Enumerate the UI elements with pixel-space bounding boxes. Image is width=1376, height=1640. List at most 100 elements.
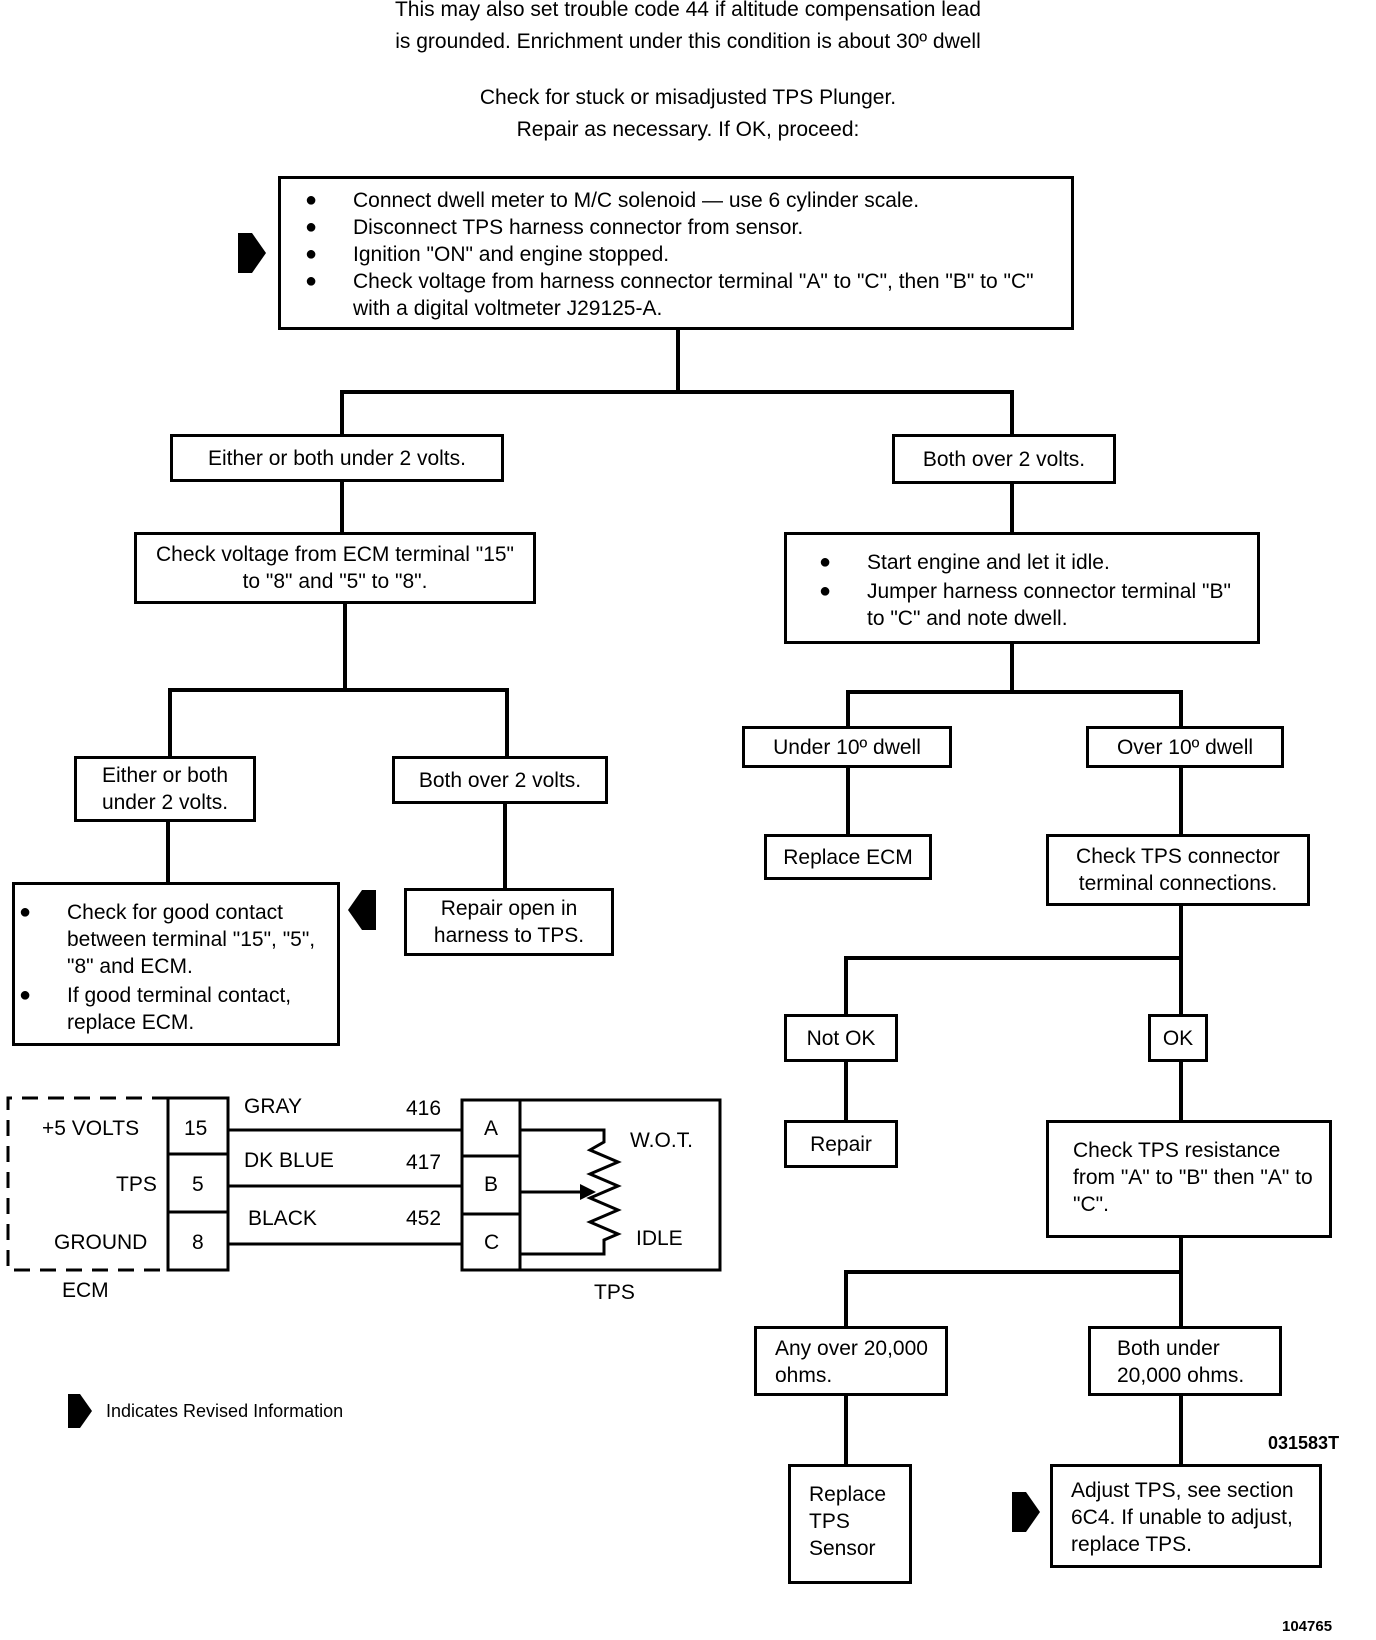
potentiometer-resistor bbox=[520, 1128, 622, 1256]
box-text: Either or both under 2 volts. bbox=[208, 446, 466, 470]
box-text: Not OK bbox=[806, 1026, 876, 1050]
box-text: Check TPS connector terminal connections… bbox=[1076, 845, 1280, 895]
wire-circuit-number: 417 bbox=[406, 1151, 442, 1174]
figure-code: 031583T bbox=[1268, 1433, 1340, 1453]
right-over-2-volts-box: Both over 2 volts. bbox=[892, 434, 1116, 484]
revised-arrow-icon bbox=[68, 1394, 92, 1428]
connector-line bbox=[1010, 482, 1014, 534]
check-contact-box: Check for good contact between terminal … bbox=[12, 882, 340, 1046]
box-text: Repair open in harness to TPS. bbox=[433, 897, 585, 947]
connector-line bbox=[1179, 1060, 1183, 1124]
box-text: Check TPS resistance from "A" to "B" the… bbox=[1073, 1139, 1313, 1216]
top-instruction-box: Connect dwell meter to M/C solenoid — us… bbox=[278, 176, 1074, 330]
figure-id: 104765 bbox=[1282, 1618, 1333, 1635]
tps-terminal-letter: A bbox=[484, 1117, 499, 1140]
box-text: Repair bbox=[810, 1132, 872, 1156]
ecm-pin-number: 15 bbox=[184, 1117, 208, 1140]
connector-line bbox=[1179, 690, 1183, 728]
intro-line-2: is grounded. Enrichment under this condi… bbox=[395, 30, 981, 53]
connector-line bbox=[844, 1270, 848, 1330]
box-text: Replace ECM bbox=[783, 845, 913, 869]
left-under-2-volts-box-2: Either or both under 2 volts. bbox=[74, 756, 256, 822]
wire-circuit-number: 452 bbox=[406, 1207, 442, 1230]
box-text: Adjust TPS, see section 6C4. If unable t… bbox=[1071, 1479, 1294, 1556]
box-text: Under 10º dwell bbox=[773, 735, 921, 759]
ecm-pin-number: 8 bbox=[192, 1231, 204, 1254]
connector-line bbox=[846, 690, 850, 728]
connector-line bbox=[844, 1394, 848, 1464]
connector-line bbox=[1010, 390, 1014, 434]
wire-color-label: DK BLUE bbox=[244, 1149, 334, 1172]
intro-line-3: Check for stuck or misadjusted TPS Plung… bbox=[479, 86, 897, 109]
top-item: Check voltage from harness connector ter… bbox=[305, 268, 1061, 322]
connector-line bbox=[844, 1270, 1183, 1274]
connector-line bbox=[1010, 642, 1014, 692]
left-under-2-volts-box: Either or both under 2 volts. bbox=[170, 434, 504, 482]
wire-color-label: GRAY bbox=[244, 1095, 302, 1118]
connector-line bbox=[340, 390, 1014, 394]
idle-item: Start engine and let it idle. bbox=[819, 549, 1247, 576]
connector-line bbox=[1179, 904, 1183, 958]
connector-line bbox=[1179, 1236, 1183, 1330]
both-under-20000-box: Both under 20,000 ohms. bbox=[1088, 1326, 1282, 1396]
ecm-pin-block bbox=[166, 1096, 230, 1272]
left-over-2-volts-box: Both over 2 volts. bbox=[392, 756, 608, 804]
connector-line bbox=[168, 688, 172, 756]
ecm-signal-label: GROUND bbox=[54, 1231, 148, 1254]
tps-terminal-letter: C bbox=[484, 1231, 500, 1254]
not-ok-box: Not OK bbox=[784, 1014, 898, 1062]
connector-line bbox=[340, 482, 344, 534]
tps-wiring-diagram bbox=[6, 1096, 722, 1272]
connector-line bbox=[503, 802, 507, 890]
connector-line bbox=[676, 328, 680, 392]
connector-line bbox=[1179, 1394, 1183, 1464]
repair-open-box: Repair open in harness to TPS. bbox=[404, 888, 614, 956]
contact-item: If good terminal contact, replace ECM. bbox=[19, 982, 329, 1036]
revised-arrow-icon bbox=[238, 233, 266, 273]
adjust-tps-box: Adjust TPS, see section 6C4. If unable t… bbox=[1050, 1464, 1322, 1568]
repair-box: Repair bbox=[784, 1120, 898, 1168]
check-ecm-voltage-box: Check voltage from ECM terminal "15" to … bbox=[134, 532, 536, 604]
check-tps-resistance-box: Check TPS resistance from "A" to "B" the… bbox=[1046, 1120, 1332, 1238]
idle-item: Jumper harness connector terminal "B" to… bbox=[819, 578, 1247, 632]
replace-ecm-box: Replace ECM bbox=[764, 834, 932, 880]
box-text: Over 10º dwell bbox=[1116, 735, 1254, 759]
idle-jumper-box: Start engine and let it idle. Jumper har… bbox=[784, 532, 1260, 644]
under-10-dwell-box: Under 10º dwell bbox=[742, 726, 952, 768]
over-10-dwell-box: Over 10º dwell bbox=[1086, 726, 1284, 768]
connector-line bbox=[1179, 956, 1183, 1016]
intro-line-1: This may also set trouble code 44 if alt… bbox=[394, 0, 981, 21]
top-item: Disconnect TPS harness connector from se… bbox=[305, 214, 1061, 241]
intro-line-4: Repair as necessary. If OK, proceed: bbox=[516, 118, 860, 141]
ecm-pin-number: 5 bbox=[192, 1173, 204, 1196]
box-text: Either or both under 2 volts. bbox=[101, 764, 229, 814]
tps-outline bbox=[460, 1098, 722, 1272]
ok-box: OK bbox=[1148, 1014, 1208, 1062]
connector-line bbox=[166, 818, 170, 882]
legend-text: Indicates Revised Information bbox=[106, 1401, 344, 1421]
box-text: Any over 20,000 ohms. bbox=[775, 1337, 928, 1387]
check-tps-connector-box: Check TPS connector terminal connections… bbox=[1046, 834, 1310, 906]
connector-line bbox=[1179, 768, 1183, 838]
box-text: OK bbox=[1162, 1026, 1194, 1050]
connector-line bbox=[505, 688, 509, 756]
revised-arrow-icon bbox=[1012, 1492, 1040, 1532]
ecm-signal-label: +5 VOLTS bbox=[42, 1117, 140, 1140]
top-item: Connect dwell meter to M/C solenoid — us… bbox=[305, 187, 1061, 214]
connector-line bbox=[844, 1060, 848, 1124]
wot-label: W.O.T. bbox=[630, 1129, 693, 1152]
any-over-20000-box: Any over 20,000 ohms. bbox=[754, 1326, 948, 1396]
ecm-signal-label: TPS bbox=[116, 1173, 157, 1196]
revised-arrow-icon bbox=[348, 890, 376, 930]
connector-line bbox=[846, 690, 1183, 694]
top-item: Ignition "ON" and engine stopped. bbox=[305, 241, 1061, 268]
box-text: Both over 2 volts. bbox=[418, 768, 582, 792]
connector-line bbox=[340, 390, 344, 434]
connector-line bbox=[844, 956, 848, 1016]
box-text: Both over 2 volts. bbox=[922, 447, 1086, 471]
box-text: Check voltage from ECM terminal "15" to … bbox=[155, 543, 515, 593]
wire-circuit-number: 416 bbox=[406, 1097, 442, 1120]
connector-line bbox=[343, 602, 347, 690]
ecm-outline bbox=[6, 1096, 194, 1272]
connector-line bbox=[168, 688, 509, 692]
